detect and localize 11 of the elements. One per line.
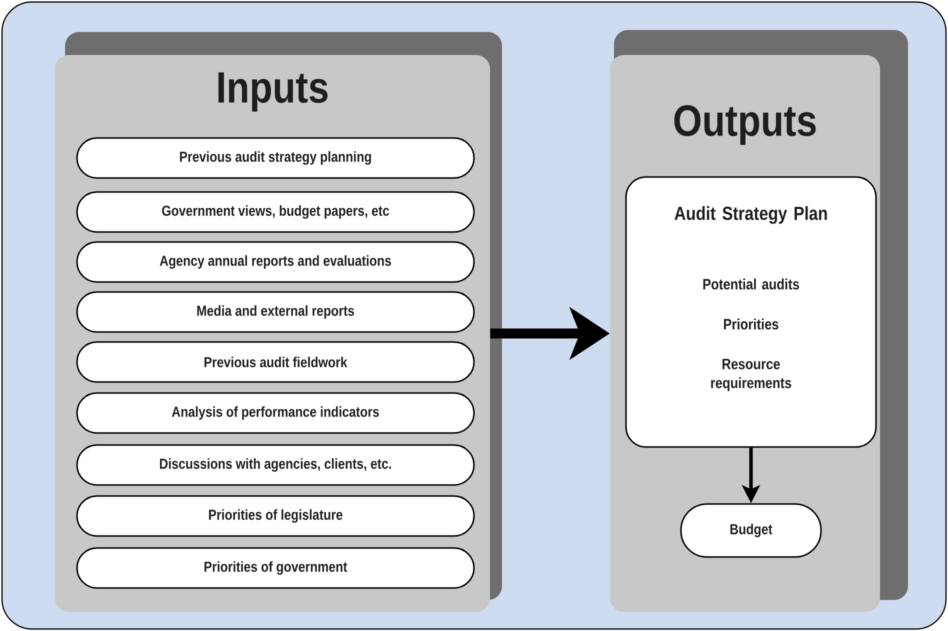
input-box: Government views, budget papers, etc — [76, 191, 475, 233]
input-box: Priorities of legislature — [76, 495, 475, 537]
input-box: Discussions with agencies, clients, etc. — [76, 444, 475, 486]
input-box: Agency annual reports and evaluations — [76, 241, 475, 283]
input-box: Analysis of performance indicators — [76, 392, 475, 434]
input-box: Previous audit strategy planning — [76, 137, 475, 179]
input-box: Media and external reports — [76, 291, 475, 333]
input-box: Priorities of government — [76, 547, 475, 589]
input-box: Previous audit fieldwork — [76, 341, 475, 383]
output-box: Budget — [680, 503, 822, 558]
plan-box: Audit Strategy Plan Potential audits Priorities Resource requirements — [625, 176, 877, 448]
